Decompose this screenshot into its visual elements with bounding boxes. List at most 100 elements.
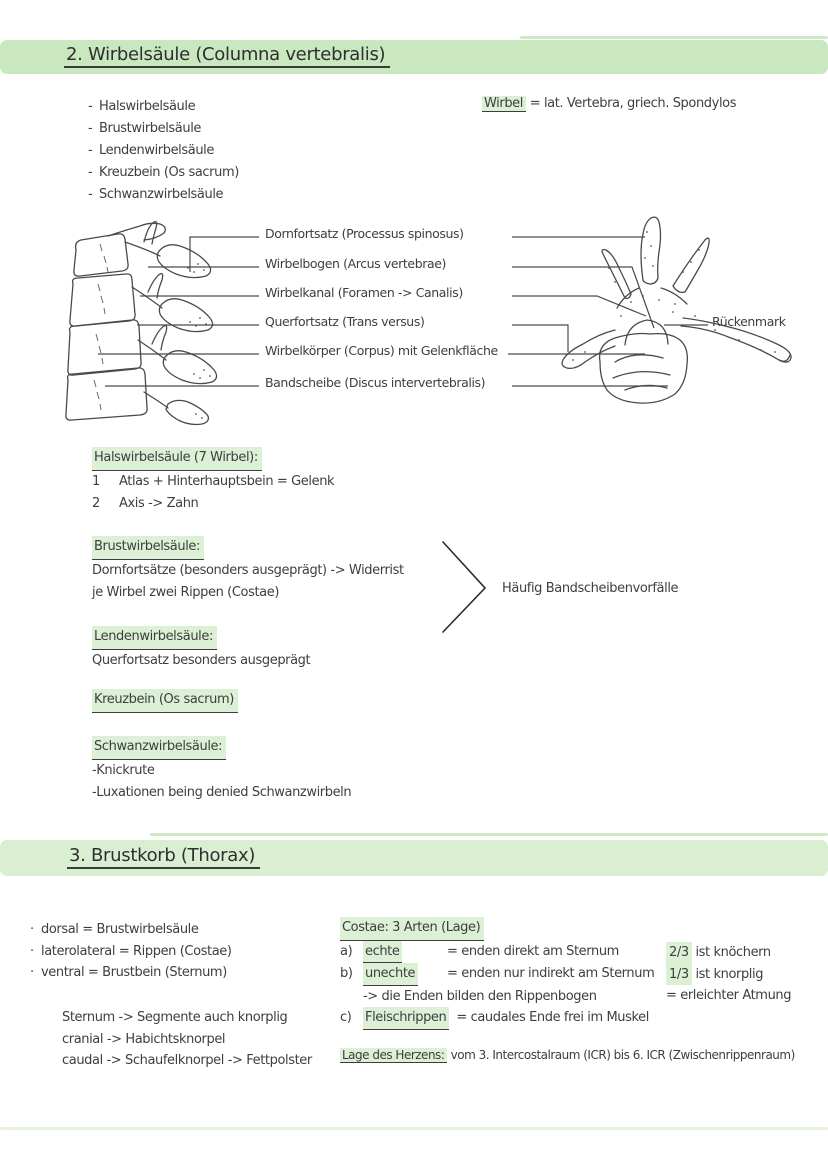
section-heading: Halswirbelsäule (7 Wirbel): bbox=[92, 447, 262, 471]
item-number: 2 bbox=[92, 496, 100, 511]
side-notes: 2/3 ist knöchern 1/3 ist knorplig = erle… bbox=[666, 942, 792, 1007]
item-number: 1 bbox=[92, 474, 100, 489]
note-line: -Knickrute bbox=[92, 763, 155, 778]
thoracic-section: Brustwirbelsäule: Dornfortsätze (besonde… bbox=[92, 536, 404, 604]
list-item: · laterolateral = Rippen (Costae) bbox=[30, 941, 232, 963]
fraction-highlight: 2/3 bbox=[666, 942, 692, 964]
costae-term: echte bbox=[363, 940, 403, 963]
body-texture bbox=[93, 243, 109, 411]
costae-term: unechte bbox=[363, 963, 419, 986]
section2-banner: 2. Wirbelsäule (Columna vertebralis) bbox=[0, 40, 828, 74]
costae-row: a) echte = enden direkt am Sternum bbox=[340, 940, 654, 963]
section2-title: 2. Wirbelsäule (Columna vertebralis) bbox=[64, 44, 391, 68]
dash-bullet: - bbox=[88, 143, 93, 158]
sacrum-section: Kreuzbein (Os sacrum) bbox=[92, 689, 238, 713]
bullet-item: -Schwanzwirbelsäule bbox=[88, 184, 239, 206]
note-line: 1 Atlas + Hinterhauptsbein = Gelenk bbox=[92, 471, 335, 493]
side-note-text: ist knorplig bbox=[691, 966, 764, 982]
definition-term: Wirbel bbox=[482, 96, 526, 112]
costae-row: -> die Enden bilden den Rippenbogen bbox=[340, 986, 654, 1008]
vertebral-bodies bbox=[65, 233, 148, 421]
bullet-text: Schwanzwirbelsäule bbox=[99, 187, 224, 202]
annotation-text: Häufig Bandscheibenvorfälle bbox=[502, 581, 679, 596]
item-text: Axis -> Zahn bbox=[119, 496, 199, 511]
diagram-label-bandscheibe: Bandscheibe (Discus intervertebralis) bbox=[265, 375, 486, 390]
costae-def: = enden direkt am Sternum bbox=[447, 943, 619, 959]
dash-bullet: - bbox=[88, 187, 93, 202]
costae-row: c) Fleischrippen = caudales Ende frei im M… bbox=[340, 1007, 654, 1030]
row-prefix: b) bbox=[340, 966, 353, 981]
note-line: Querfortsatz besonders ausgeprägt bbox=[92, 653, 311, 668]
section3-title: 3. Brustkorb (Thorax) bbox=[67, 845, 261, 869]
vertebra-cranial-sketch bbox=[561, 216, 792, 404]
cervical-section: Halswirbelsäule (7 Wirbel): 1 Atlas + Hin… bbox=[92, 447, 335, 515]
bullet-item: -Lendenwirbelsäule bbox=[88, 140, 239, 162]
dot-bullet: · bbox=[30, 922, 34, 937]
dash-bullet: - bbox=[88, 165, 93, 180]
item-text: Atlas + Hinterhauptsbein = Gelenk bbox=[119, 474, 335, 489]
bullet-item: -Brustwirbelsäule bbox=[88, 118, 239, 140]
wirbel-definition: Wirbel = lat. Vertebra, griech. Spondylo… bbox=[482, 96, 736, 112]
section-heading: Brustwirbelsäule: bbox=[92, 536, 204, 560]
bullet-item: -Kreuzbein (Os sacrum) bbox=[88, 162, 239, 184]
bullet-text: Halswirbelsäule bbox=[99, 99, 196, 114]
caudal-section: Schwanzwirbelsäule: -Knickrute -Luxation… bbox=[92, 736, 352, 804]
lumbar-section: Lendenwirbelsäule: Querfortsatz besonder… bbox=[92, 626, 311, 672]
costae-def: = caudales Ende frei im Muskel bbox=[456, 1010, 649, 1025]
costae-term: Fleischrippen bbox=[363, 1007, 450, 1030]
item-text: ventral = Brustbein (Sternum) bbox=[41, 965, 227, 980]
section-heading: Lendenwirbelsäule: bbox=[92, 626, 217, 650]
spine-diagram: Dornfortsatz (Processus spinosus) Wirbel… bbox=[0, 200, 828, 450]
section3-banner: 3. Brustkorb (Thorax) bbox=[0, 840, 828, 876]
spinal-cord-label: Rückenmark bbox=[712, 314, 786, 329]
section-heading: Costae: 3 Arten (Lage) bbox=[340, 917, 485, 941]
side-note: 2/3 ist knöchern bbox=[666, 942, 791, 964]
costae-row: b) unechte = enden nur indirekt am Sternum bbox=[340, 963, 655, 986]
bullet-text: Lendenwirbelsäule bbox=[99, 143, 214, 158]
stipple-dots bbox=[187, 263, 211, 419]
item-text: laterolateral = Rippen (Costae) bbox=[41, 943, 232, 959]
marker-edge-bottom bbox=[0, 1127, 828, 1130]
note-line: je Wirbel zwei Rippen (Costae) bbox=[92, 585, 279, 600]
stipple-dots bbox=[572, 231, 776, 361]
fraction-highlight: 1/3 bbox=[666, 963, 692, 985]
diagram-label-querfortsatz: Querfortsatz (Trans versus) bbox=[265, 314, 425, 329]
row-prefix: c) bbox=[340, 1010, 352, 1025]
heart-term: Lage des Herzens: bbox=[340, 1048, 448, 1063]
costae-def: = enden nur indirekt am Sternum bbox=[447, 966, 655, 981]
side-note: = erleichter Atmung bbox=[666, 985, 792, 1007]
sternum-notes: Sternum -> Segmente auch knorplig crania… bbox=[62, 1007, 312, 1072]
chevron-bracket bbox=[442, 541, 487, 633]
section-heading: Schwanzwirbelsäule: bbox=[92, 736, 227, 760]
note-line: Sternum -> Segmente auch knorplig bbox=[62, 1010, 288, 1025]
vertebrae-lateral-sketch bbox=[65, 220, 218, 426]
marker-edge-mid bbox=[150, 833, 828, 836]
heart-location-note: Lage des Herzens: vom 3. Intercostalraum… bbox=[340, 1048, 795, 1063]
bullet-text: Brustwirbelsäule bbox=[99, 121, 202, 136]
side-note-text: = erleichter Atmung bbox=[666, 988, 792, 1003]
diagram-label-wirbelbogen: Wirbelbogen (Arcus vertebrae) bbox=[265, 256, 446, 271]
item-text: dorsal = Brustwirbelsäule bbox=[41, 922, 199, 937]
bullet-item: -Halswirbelsäule bbox=[88, 96, 239, 118]
list-item: · dorsal = Brustwirbelsäule bbox=[30, 919, 232, 941]
marker-edge-top bbox=[520, 36, 828, 39]
list-item: · ventral = Brustbein (Sternum) bbox=[30, 962, 232, 984]
dot-bullet: · bbox=[30, 943, 34, 959]
note-line: -Luxationen being denied Schwanzwirbeln bbox=[92, 785, 352, 800]
row-prefix: a) bbox=[340, 943, 353, 959]
section-heading: Kreuzbein (Os sacrum) bbox=[92, 689, 238, 713]
vertebra-outline bbox=[561, 216, 792, 404]
heart-text: vom 3. Intercostalraum (ICR) bis 6. ICR … bbox=[447, 1048, 796, 1062]
note-line: 2 Axis -> Zahn bbox=[92, 493, 334, 515]
orientation-list: · dorsal = Brustwirbelsäule · laterolatera… bbox=[30, 919, 232, 984]
diagram-label-dornfortsatz: Dornfortsatz (Processus spinosus) bbox=[265, 226, 464, 241]
dash-bullet: - bbox=[88, 99, 93, 114]
costae-def: -> die Enden bilden den Rippenbogen bbox=[363, 988, 597, 1004]
note-line: Dornfortsätze (besonders ausgeprägt) -> … bbox=[92, 563, 404, 578]
spine-bullet-list: -Halswirbelsäule -Brustwirbelsäule -Lend… bbox=[88, 96, 239, 206]
definition-text: = lat. Vertebra, griech. Spondylos bbox=[529, 96, 737, 111]
diagram-label-wirbelkanal: Wirbelkanal (Foramen -> Canalis) bbox=[265, 285, 463, 300]
dot-bullet: · bbox=[30, 965, 34, 980]
diagram-label-wirbelkoerper: Wirbelkörper (Corpus) mit Gelenkfläche bbox=[265, 343, 498, 358]
